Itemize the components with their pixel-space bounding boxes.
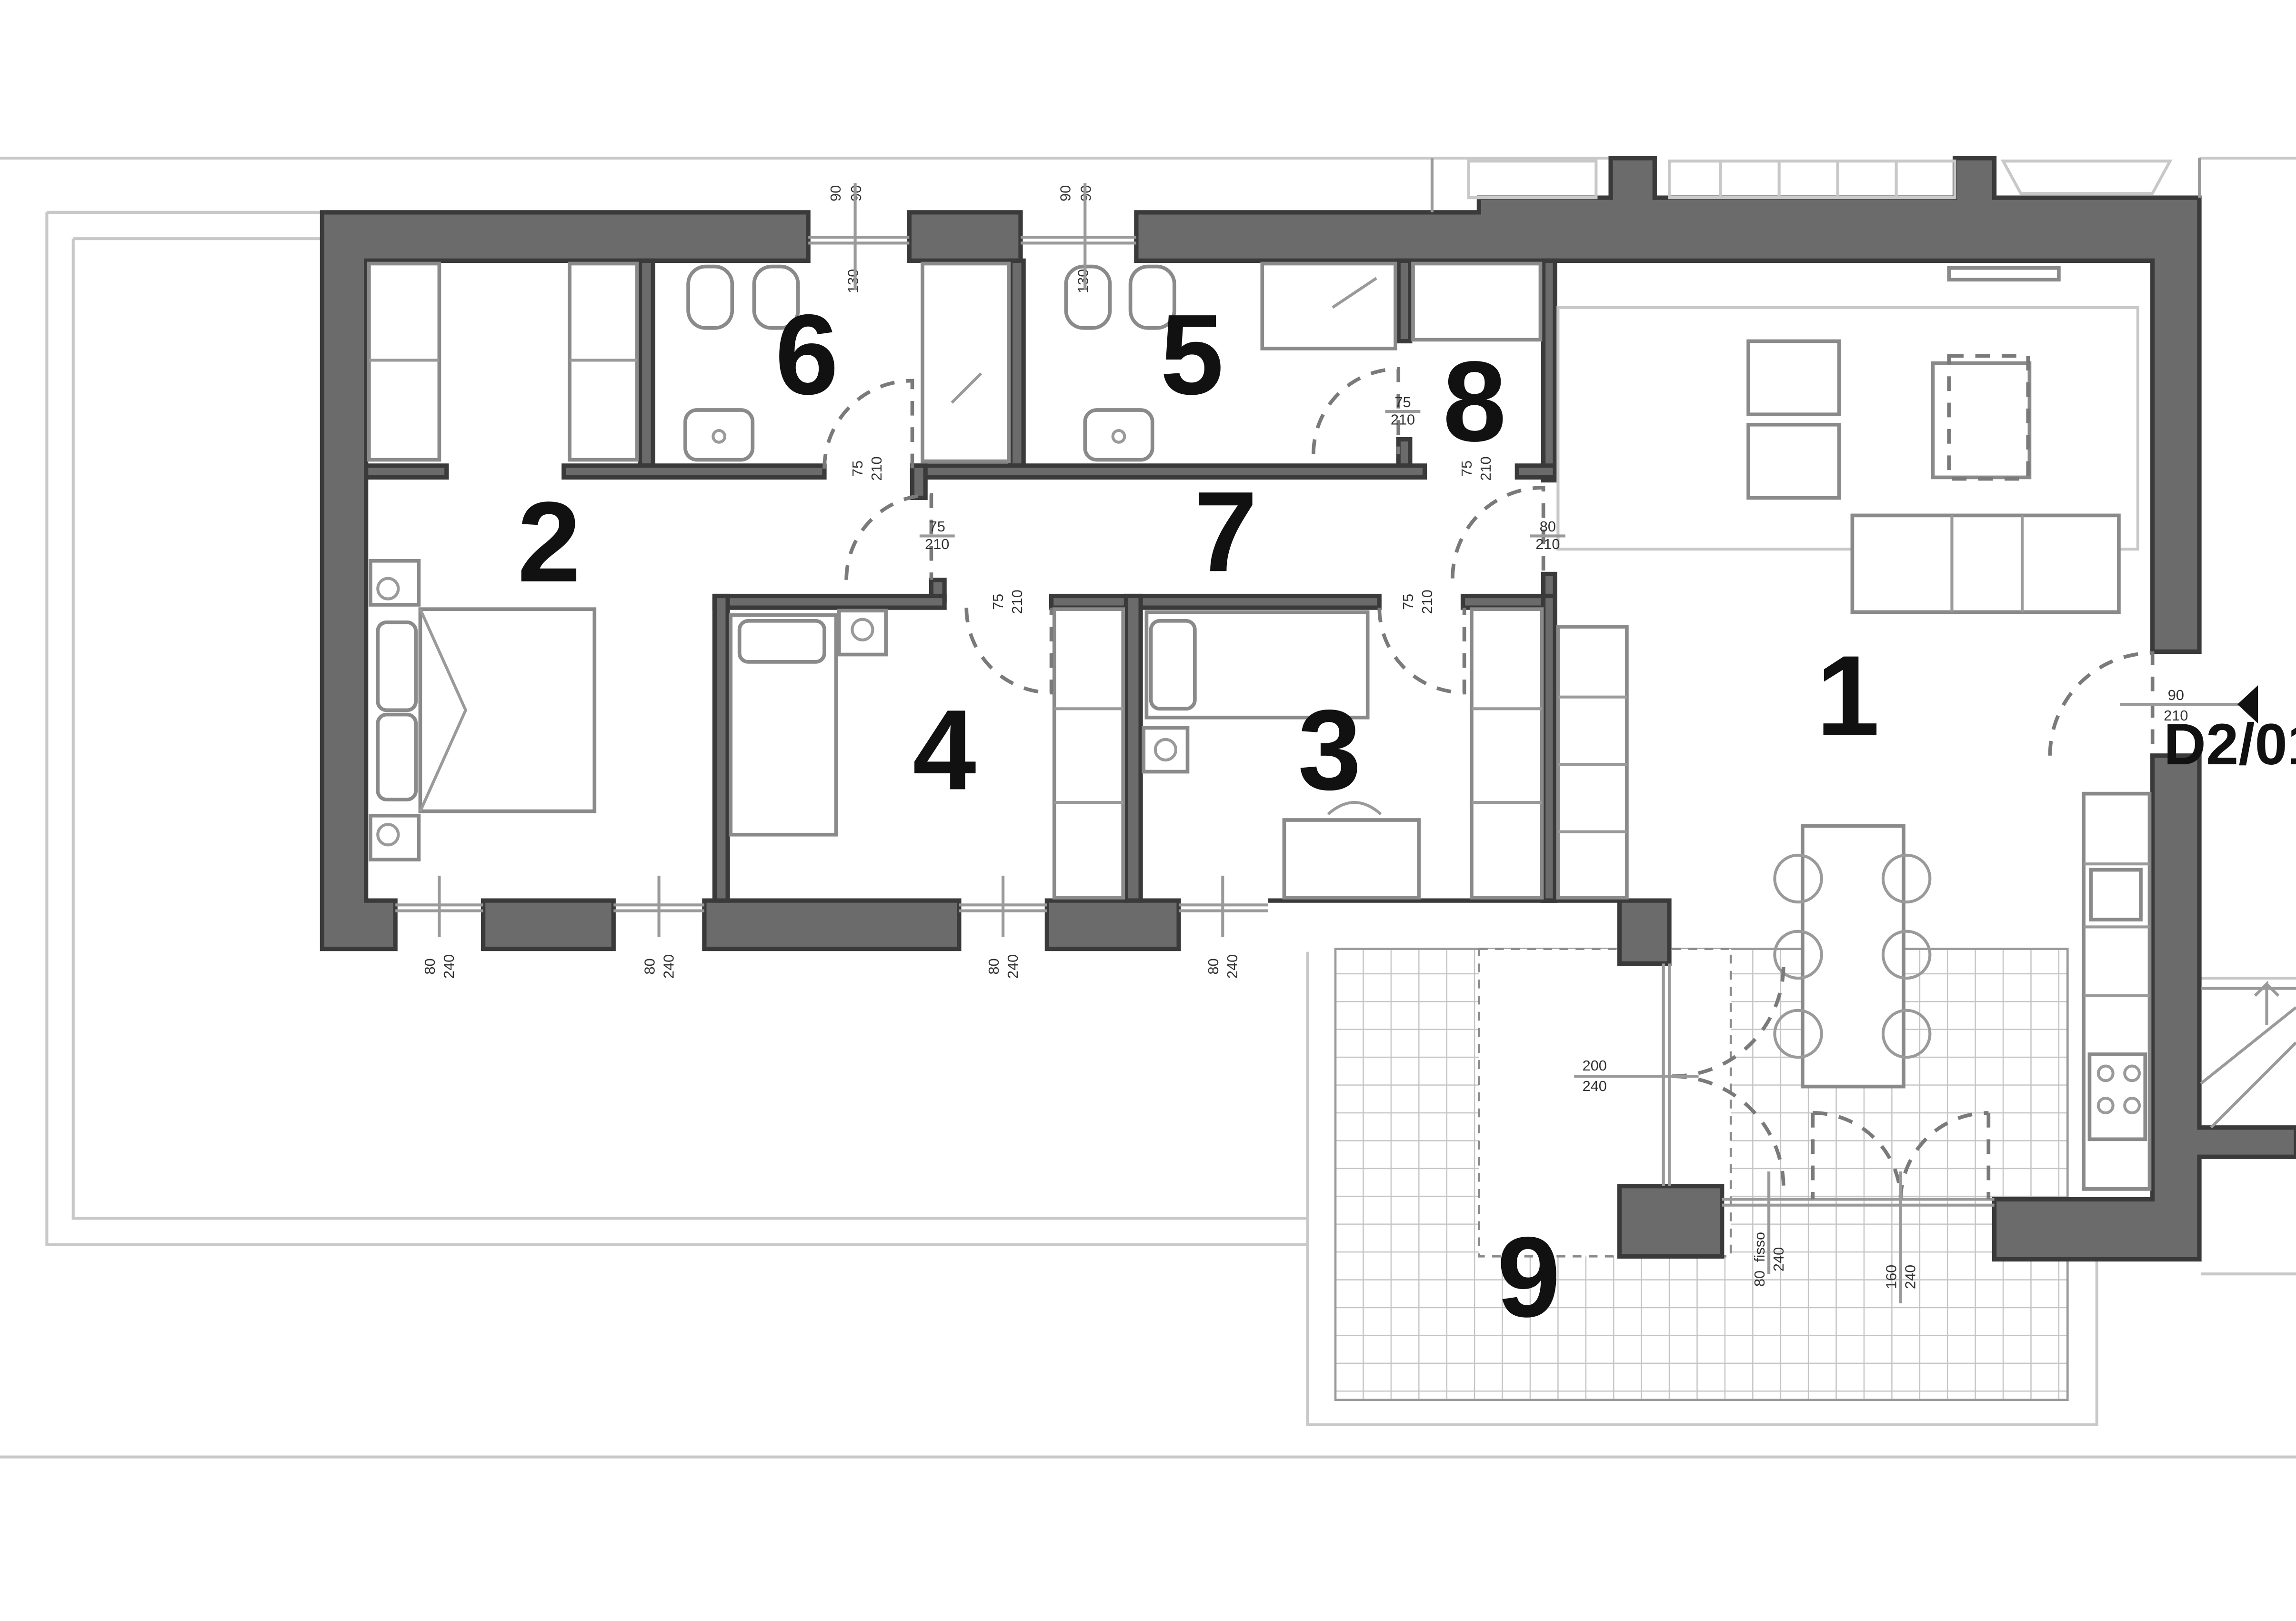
- room-label-8: 8: [1443, 338, 1506, 465]
- dim-entry-door-w: 90: [2168, 687, 2184, 703]
- dim-bath6-window-sill: 130: [845, 269, 862, 293]
- dim-door-bath6-w: 75: [849, 460, 866, 477]
- dim-door-room2-h: 210: [925, 536, 949, 552]
- dim-door-room8-h: 210: [1477, 456, 1494, 480]
- room-label-2: 2: [517, 478, 581, 606]
- dim-room3-window-w: 80: [1205, 958, 1222, 974]
- dim-bath5-window-sill: 130: [1074, 269, 1091, 293]
- dim-bath6-window-w: 90: [827, 185, 844, 201]
- dim-room2-window-a-w: 80: [421, 958, 438, 974]
- dim-room3-window-h: 240: [1224, 954, 1241, 979]
- dim-terrace-door-w: 200: [1583, 1057, 1607, 1074]
- dim-door-room2-w: 75: [929, 518, 945, 535]
- terrace-9: [1334, 948, 2069, 1401]
- room-label-5: 5: [1160, 290, 1223, 418]
- entry-arrow: [2120, 685, 2258, 724]
- dim-room2-window-b-h: 240: [660, 954, 677, 979]
- dim-door-bath5-w: 75: [1394, 394, 1411, 410]
- room-label-4: 4: [912, 686, 976, 813]
- dim-fixed-window-note: fisso: [1751, 1232, 1768, 1262]
- dim-door-room3-h: 210: [1419, 590, 1435, 614]
- dim-door-room4-h: 210: [1009, 590, 1025, 614]
- room-labels: 1 2 3 4 5 6 7 8 9 D2/01: [517, 290, 2296, 1341]
- dim-door-room3-w: 75: [1400, 594, 1416, 610]
- dim-door-bath6-h: 210: [868, 456, 885, 480]
- dim-door-room8-w: 75: [1458, 460, 1475, 477]
- site-boundary: [0, 157, 2296, 1459]
- dim-door-living-h: 210: [1535, 536, 1560, 552]
- dim-door-room4-w: 75: [990, 594, 1006, 610]
- svg-text:80 fisso: 80 fisso: [1751, 1232, 1768, 1287]
- room-label-6: 6: [775, 290, 838, 418]
- dim-room4-window-h: 240: [1004, 954, 1021, 979]
- furniture: [367, 160, 2296, 1191]
- dim-entry-door-h: 210: [2164, 707, 2188, 724]
- drawing-reference: D2/01: [2164, 712, 2296, 777]
- dim-bath5-window-w: 90: [1057, 185, 1074, 201]
- dim-room2-window-b-w: 80: [641, 958, 658, 974]
- room-label-3: 3: [1298, 686, 1361, 813]
- dim-fixed-window-w: 80: [1751, 1271, 1768, 1287]
- dim-french-door-w: 160: [1883, 1265, 1900, 1289]
- dim-fixed-window-h: 240: [1770, 1247, 1787, 1271]
- dimensions: 90 90 130 90 90 130 75 210 75 210 75 210…: [421, 183, 2188, 1303]
- dim-terrace-door-h: 240: [1583, 1078, 1607, 1094]
- dim-room4-window-w: 80: [985, 958, 1002, 974]
- room-label-7: 7: [1194, 468, 1257, 595]
- room-label-9: 9: [1497, 1213, 1560, 1341]
- door-swings: [822, 367, 2155, 1200]
- dim-room2-window-a-h: 240: [441, 954, 457, 979]
- dim-door-living-w: 80: [1540, 518, 1556, 535]
- dim-french-door-h: 240: [1902, 1265, 1919, 1289]
- room-label-1: 1: [1816, 632, 1879, 760]
- dim-door-bath5-h: 210: [1391, 411, 1415, 428]
